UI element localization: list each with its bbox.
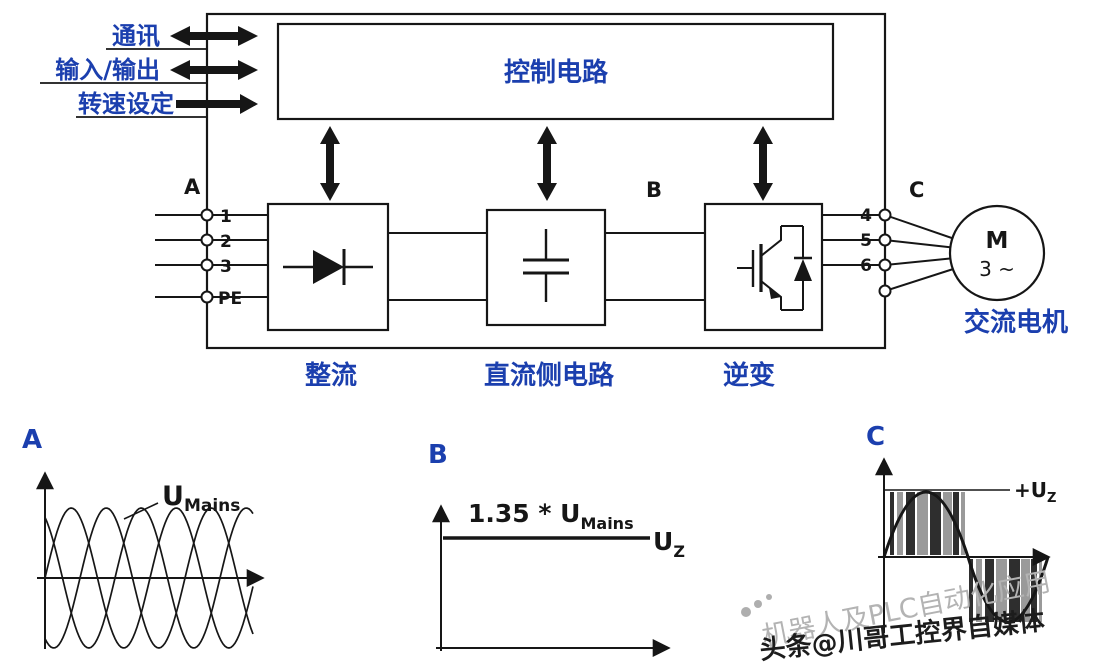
pwm-bar <box>930 492 941 555</box>
control-circuit-box <box>276 22 835 121</box>
capacitor-symbol <box>523 229 569 302</box>
watermark-dot <box>754 600 762 608</box>
control-circuit-label: 控制电路 <box>504 57 609 88</box>
umains-pointer-line <box>123 502 159 520</box>
pwm-bar <box>1009 559 1020 622</box>
pwm-bar <box>897 492 903 555</box>
three-phase-sine-curves <box>44 507 254 649</box>
communication-double-arrow <box>170 26 258 46</box>
waveform-b-marker: B <box>428 440 448 470</box>
input-lines <box>155 214 268 298</box>
input-terminal-labels: 1 2 3 PE <box>218 207 242 309</box>
waveform-b-axes <box>432 504 671 657</box>
output-terminal-circles <box>878 208 892 298</box>
io-label-input-output: 输入/输出 <box>55 56 160 84</box>
io-label-underlines <box>40 48 207 118</box>
sine-phase-2 <box>44 507 254 649</box>
dc-link-caption: 直流侧电路 <box>484 360 615 391</box>
waveform-a: A UMains <box>22 425 265 649</box>
pwm-bar <box>985 559 994 622</box>
dc-bus-lines <box>388 232 705 301</box>
rectifier-caption: 整流 <box>305 360 357 391</box>
terminal-2-label: 2 <box>220 232 232 252</box>
motor-letter: M <box>986 228 1009 254</box>
waveform-a-marker: A <box>22 425 42 455</box>
pwm-bar <box>943 492 952 555</box>
terminal-pe-label: PE <box>218 289 242 309</box>
output-terminal-labels: 4 5 6 <box>860 206 872 276</box>
waveform-c-marker: C <box>866 422 885 452</box>
terminal-6-label: 6 <box>860 256 872 276</box>
output-fundamental-sine <box>882 490 1050 624</box>
pwm-bar <box>906 492 915 555</box>
pwm-bar <box>969 559 973 622</box>
diode-symbol <box>283 249 373 285</box>
io-arrows <box>170 26 258 114</box>
control-arrow-inverter <box>753 126 773 201</box>
control-signal-arrows <box>320 126 773 201</box>
terminal-1-label: 1 <box>220 207 232 227</box>
dc-value-label: 1.35 * UMains <box>468 499 634 533</box>
watermark-dot <box>766 594 772 600</box>
io-label-speed-setting: 转速设定 <box>78 90 174 118</box>
inverter-caption: 逆变 <box>723 360 775 391</box>
watermark: 机器人及PLC自动化应用 头条@川哥工控界自媒体 <box>741 566 1053 666</box>
watermark-dot <box>741 607 751 617</box>
pwm-bar <box>1031 559 1037 622</box>
pwm-bar <box>1039 559 1042 622</box>
motor-caption: 交流电机 <box>964 307 1068 338</box>
pwm-bar <box>917 492 928 555</box>
sine-phase-1 <box>44 507 254 649</box>
dc-link-box <box>485 208 607 327</box>
sine-phase-3 <box>44 507 254 649</box>
speed-setting-arrow <box>176 94 258 114</box>
pwm-bar <box>961 492 965 555</box>
terminal-4-label: 4 <box>860 206 872 226</box>
plus-uz-label: +UZ <box>1014 478 1056 506</box>
marker-c: C <box>909 178 924 202</box>
terminal-5-label: 5 <box>860 231 872 251</box>
motor-phase: 3 ~ <box>979 257 1015 281</box>
block-captions: 整流 直流侧电路 逆变 <box>305 360 775 391</box>
control-arrow-dc-link <box>537 126 557 201</box>
input-terminal-circles <box>200 208 214 304</box>
pwm-bar <box>1021 559 1030 622</box>
control-arrow-rectifier <box>320 126 340 201</box>
input-output-double-arrow <box>170 60 258 80</box>
terminal-3-label: 3 <box>220 257 232 277</box>
output-lines <box>822 214 885 266</box>
pwm-bar <box>890 492 894 555</box>
main-block-diagram: 控制电路 通讯 输入/输出 转速设定 <box>40 12 1068 391</box>
uz-label: UZ <box>653 527 685 561</box>
pwm-bar <box>996 559 1007 622</box>
waveform-c: C +UZ <box>866 422 1056 633</box>
drive-enclosure-frame <box>205 12 887 350</box>
umains-label: UMains <box>162 481 240 516</box>
io-label-communication: 通讯 <box>112 22 160 50</box>
waveform-c-axes <box>875 457 1051 633</box>
igbt-symbol <box>737 225 812 311</box>
waveform-b: B 1.35 * UMains UZ <box>428 440 685 657</box>
motor-circle <box>948 204 1046 302</box>
marker-b: B <box>646 178 662 202</box>
marker-a: A <box>184 175 201 199</box>
